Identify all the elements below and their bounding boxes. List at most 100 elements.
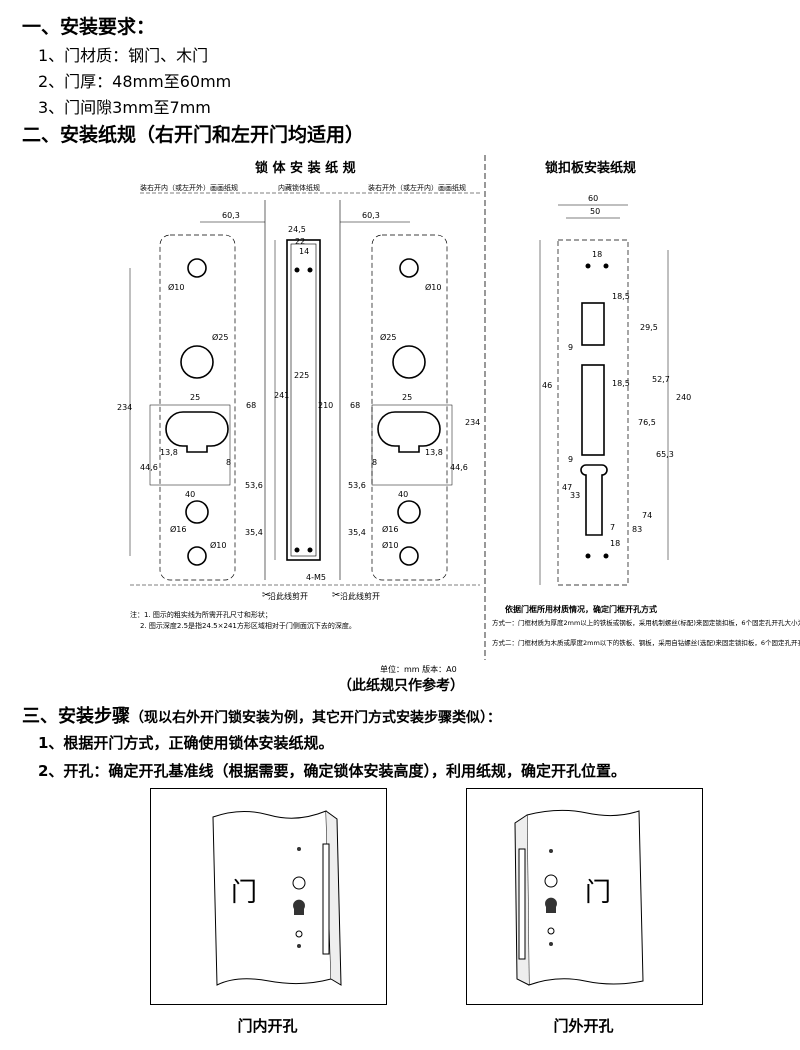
unit-version: 单位：mm 版本：A0 bbox=[380, 664, 457, 674]
scissors-icon: ✂ bbox=[332, 590, 340, 601]
svg-text:53,6: 53,6 bbox=[245, 481, 263, 490]
svg-text:241: 241 bbox=[274, 391, 289, 400]
method-1: 方式一：门框材质为厚度2mm以上的铁板或钢板，采用机制螺丝(标配)来固定锁扣板，… bbox=[492, 618, 800, 627]
svg-text:Ø25: Ø25 bbox=[212, 332, 228, 342]
svg-text:53,6: 53,6 bbox=[348, 481, 366, 490]
svg-text:60: 60 bbox=[588, 194, 598, 203]
svg-text:40: 40 bbox=[398, 490, 408, 499]
svg-text:74: 74 bbox=[642, 511, 652, 520]
svg-text:25: 25 bbox=[190, 393, 200, 402]
svg-text:Ø16: Ø16 bbox=[170, 524, 186, 534]
svg-text:Ø10: Ø10 bbox=[168, 282, 184, 292]
svg-text:Ø10: Ø10 bbox=[425, 282, 441, 292]
svg-text:35,4: 35,4 bbox=[245, 528, 263, 537]
svg-text:8: 8 bbox=[372, 458, 377, 467]
method-2: 方式二：门框材质为木质或厚度2mm以下的铁板、钢板，采用自钻螺丝(选配)来固定锁… bbox=[492, 638, 800, 647]
section3-heading-note: （现以右外开门锁安装为例，其它开门方式安装步骤类似）： bbox=[130, 710, 501, 726]
svg-text:24,5: 24,5 bbox=[288, 225, 306, 234]
note-1: 注：1. 图示的粗实线为所需开孔尺寸和形状； bbox=[130, 610, 272, 619]
svg-text:40: 40 bbox=[185, 490, 195, 499]
left-face-template: 60,3 Ø10 Ø25 25 13,8 8 44,6 40 53,6 Ø16 … bbox=[117, 200, 266, 581]
svg-text:210: 210 bbox=[318, 401, 333, 410]
svg-text:50: 50 bbox=[590, 207, 600, 216]
requirement-material: 1、门材质：钢门、木门 bbox=[38, 46, 209, 65]
svg-text:18: 18 bbox=[610, 539, 620, 548]
strike-title: 锁扣板安装纸规 bbox=[545, 160, 636, 176]
note-2: 2. 图示深度2.5是指24.5×241方形区域相对于门侧面沉下去的深度。 bbox=[140, 621, 356, 630]
svg-text:13,8: 13,8 bbox=[425, 448, 443, 457]
svg-text:234: 234 bbox=[465, 418, 480, 427]
reference-note: （此纸规只作参考） bbox=[338, 677, 464, 694]
svg-text:76,5: 76,5 bbox=[638, 418, 656, 427]
inside-caption: 门内开孔 bbox=[237, 1017, 298, 1035]
left-hole-top-d10 bbox=[187, 258, 207, 278]
svg-text:68: 68 bbox=[350, 401, 360, 410]
requirement-gap: 3、门间隙3mm至7mm bbox=[38, 98, 211, 117]
door-char-outside: 门 bbox=[585, 878, 611, 908]
svg-text:Ø10: Ø10 bbox=[382, 540, 398, 550]
right-cylinder-hole bbox=[377, 411, 441, 453]
svg-text:Ø10: Ø10 bbox=[210, 540, 226, 550]
lock-body-title: 锁 体 安 装 纸 规 bbox=[255, 160, 356, 176]
svg-text:240: 240 bbox=[676, 393, 691, 402]
svg-text:14: 14 bbox=[299, 247, 309, 256]
step-1: 1、根据开门方式，正确使用锁体安装纸规。 bbox=[38, 734, 334, 752]
svg-text:35,4: 35,4 bbox=[348, 528, 366, 537]
svg-text:44,6: 44,6 bbox=[140, 463, 158, 472]
svg-text:47: 47 bbox=[562, 483, 572, 492]
left-hole-d25 bbox=[180, 345, 214, 379]
svg-text:22: 22 bbox=[295, 237, 305, 246]
svg-text:Ø16: Ø16 bbox=[382, 524, 398, 534]
left-hole-bottom-d10 bbox=[187, 546, 207, 566]
svg-text:18: 18 bbox=[592, 250, 602, 259]
right-face-label: 装右开外（或左开内）画画纸规 bbox=[368, 183, 466, 192]
svg-text:29,5: 29,5 bbox=[640, 323, 658, 332]
svg-text:52,7: 52,7 bbox=[652, 375, 670, 384]
svg-text:9: 9 bbox=[568, 343, 573, 352]
center-label: 内藏锁体纸规 bbox=[278, 183, 320, 192]
svg-text:68: 68 bbox=[246, 401, 256, 410]
strike-method-title: 依据门框所用材质情况，确定门框开孔方式 bbox=[505, 604, 657, 614]
svg-text:7: 7 bbox=[610, 523, 615, 532]
svg-text:44,6: 44,6 bbox=[450, 463, 468, 472]
scissors-icon: ✂ bbox=[262, 590, 270, 601]
svg-text:46: 46 bbox=[542, 381, 552, 390]
left-cylinder-hole bbox=[165, 411, 229, 453]
left-face-label: 装右开内（或左开外）画画纸规 bbox=[140, 183, 238, 192]
left-hole-d16 bbox=[185, 500, 209, 524]
door-char-inside: 门 bbox=[231, 878, 257, 908]
center-lock-body-template: 24,5 22 14 225 241 210 4-M5 bbox=[274, 225, 333, 582]
door-outside-illustration: 门 bbox=[466, 788, 703, 1005]
section3-heading: 三、安装步骤 bbox=[22, 706, 130, 727]
svg-text:13,8: 13,8 bbox=[160, 448, 178, 457]
strike-plate-template: 60 50 18 18,5 29,5 9 18,5 46 52,7 240 76… bbox=[539, 194, 691, 586]
requirement-thickness: 2、门厚：48mm至60mm bbox=[38, 72, 232, 91]
right-hole-d25 bbox=[392, 345, 426, 379]
svg-text:9: 9 bbox=[568, 455, 573, 464]
right-hole-bottom-d10 bbox=[399, 546, 419, 566]
svg-text:225: 225 bbox=[294, 371, 309, 380]
section1-heading: 一、安装要求： bbox=[22, 16, 156, 38]
outside-caption: 门外开孔 bbox=[553, 1017, 614, 1035]
right-face-template: 60,3 Ø10 Ø25 25 8 13,8 44,6 40 53,6 Ø16 … bbox=[339, 200, 480, 581]
install-template-drawing: 锁 体 安 装 纸 规 锁扣板安装纸规 装右开内（或左开外）画画纸规 内藏锁体纸… bbox=[117, 155, 800, 694]
svg-text:65,3: 65,3 bbox=[656, 450, 674, 459]
right-hole-d16 bbox=[397, 500, 421, 524]
section3-heading-line: 三、安装步骤（现以右外开门锁安装为例，其它开门方式安装步骤类似）： bbox=[22, 702, 501, 728]
step-2: 2、开孔：确定开孔基准线（根据需要，确定锁体安装高度），利用纸规，确定开孔位置。 bbox=[38, 762, 626, 780]
svg-text:4-M5: 4-M5 bbox=[306, 573, 326, 582]
svg-text:8: 8 bbox=[226, 458, 231, 467]
svg-text:18,5: 18,5 bbox=[612, 292, 630, 301]
svg-text:33: 33 bbox=[570, 491, 580, 500]
svg-text:18,5: 18,5 bbox=[612, 379, 630, 388]
svg-text:25: 25 bbox=[402, 393, 412, 402]
cut-label-left: 沿此线剪开 bbox=[268, 591, 308, 601]
door-inside-illustration: 门 bbox=[150, 788, 387, 1005]
cut-label-right: 沿此线剪开 bbox=[340, 591, 380, 601]
right-hole-top-d10 bbox=[399, 258, 419, 278]
svg-text:Ø25: Ø25 bbox=[380, 332, 396, 342]
svg-text:234: 234 bbox=[117, 403, 132, 412]
svg-text:83: 83 bbox=[632, 525, 642, 534]
section2-heading: 二、安装纸规（右开门和左开门均适用） bbox=[22, 124, 365, 146]
left-dim-60-3: 60,3 bbox=[222, 211, 240, 220]
